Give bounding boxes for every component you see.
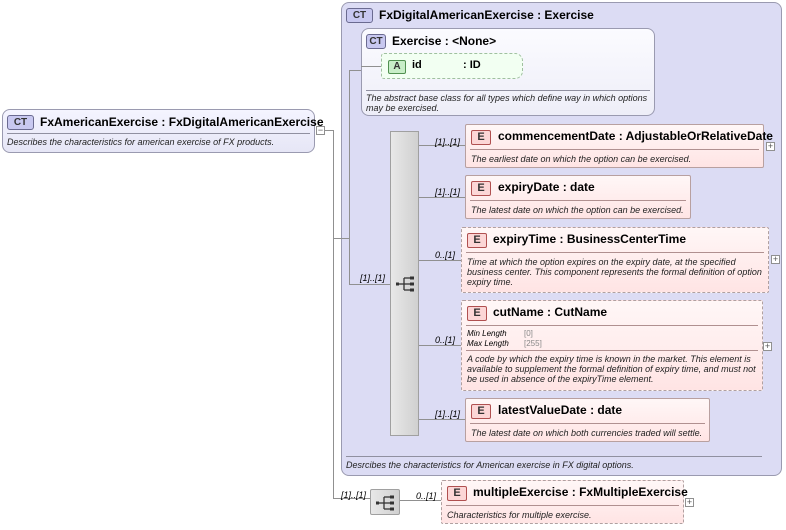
- sequence-cardinality: [1]..[1]: [360, 273, 386, 283]
- element-doc: Characteristics for multiple exercise.: [447, 510, 592, 520]
- element-doc-line: Time at which the option expires on the …: [467, 257, 736, 267]
- element-icon: E: [471, 404, 491, 419]
- root-doc: Describes the characteristics for americ…: [7, 137, 275, 147]
- element-type: : FxMultipleExercise: [571, 485, 688, 499]
- element-type: : date: [562, 180, 595, 194]
- root-title: FxAmericanExercise : FxDigitalAmericanEx…: [40, 115, 324, 129]
- element-cutName[interactable]: E cutName : CutName Min Length [0] Max L…: [461, 300, 763, 391]
- element-name: cutName: [493, 305, 544, 319]
- expand-icon[interactable]: +: [685, 497, 694, 507]
- base-doc: Desrcibes the characteristics for Americ…: [346, 460, 634, 470]
- multiple-cardinality: 0..[1]: [416, 491, 437, 501]
- element-cardinality: [1]..[1]: [435, 187, 461, 197]
- element-doc-line: be used in absence of the expiryTime ele…: [467, 374, 654, 384]
- element-title: cutName : CutName: [493, 305, 607, 319]
- element-icon: E: [467, 306, 487, 321]
- element-title: multipleExercise : FxMultipleExercise: [473, 485, 688, 499]
- element-name: expiryTime: [493, 232, 557, 246]
- element-doc: The latest date on which both currencies…: [471, 428, 703, 438]
- element-cardinality: 0..[1]: [435, 335, 456, 345]
- attribute-icon: A: [388, 60, 406, 74]
- element-icon: E: [471, 181, 491, 196]
- expand-icon[interactable]: +: [771, 254, 780, 264]
- element-title: latestValueDate : date: [498, 403, 622, 417]
- element-doc-line: A code by which the expiry time is known…: [467, 354, 751, 364]
- collapse-icon[interactable]: −: [316, 125, 325, 135]
- element-cardinality: [1]..[1]: [435, 409, 461, 419]
- base-type: : Exercise: [537, 8, 594, 22]
- element-expiryTime[interactable]: E expiryTime : BusinessCenterTime Time a…: [461, 227, 769, 293]
- element-name: commencementDate: [498, 129, 616, 143]
- element-title: expiryTime : BusinessCenterTime: [493, 232, 686, 246]
- element-doc: The earliest date on which the option ca…: [471, 154, 692, 164]
- root-complex-type[interactable]: CT FxAmericanExercise : FxDigitalAmerica…: [2, 109, 324, 153]
- complex-type-icon: CT: [7, 115, 34, 130]
- attribute-id[interactable]: A id : ID: [381, 53, 523, 79]
- facet-value: [0]: [524, 329, 533, 338]
- complex-type-icon: CT: [346, 8, 373, 23]
- facet-value: [255]: [524, 339, 542, 348]
- element-name: expiryDate: [498, 180, 560, 194]
- sequence-icon: [396, 276, 414, 292]
- element-doc-line: available to supplement the formal defin…: [467, 364, 756, 374]
- attribute-type: : ID: [463, 59, 481, 71]
- element-type: : AdjustableOrRelativeDate: [618, 129, 773, 143]
- element-cardinality: [1]..[1]: [435, 137, 461, 147]
- exercise-doc-line1: The abstract base class for all types wh…: [366, 93, 648, 103]
- exercise-type: : <None>: [444, 34, 497, 48]
- element-doc-line: expiry time.: [467, 277, 514, 287]
- element-expiryDate[interactable]: E expiryDate : date The latest date on w…: [465, 175, 691, 219]
- sequence-compositor[interactable]: [390, 131, 419, 436]
- facet-label: Min Length: [467, 329, 507, 338]
- expand-icon[interactable]: +: [766, 141, 775, 151]
- element-icon: E: [447, 486, 467, 501]
- element-type: : BusinessCenterTime: [559, 232, 687, 246]
- complex-type-icon: CT: [366, 34, 386, 49]
- element-commencementDate[interactable]: E commencementDate : AdjustableOrRelativ…: [465, 124, 773, 168]
- element-title: commencementDate : AdjustableOrRelativeD…: [498, 129, 773, 143]
- expand-icon[interactable]: +: [763, 341, 772, 351]
- element-icon: E: [471, 130, 491, 145]
- base-title: FxDigitalAmericanExercise : Exercise: [379, 8, 594, 22]
- element-cardinality: 0..[1]: [435, 250, 456, 260]
- facet-label: Max Length: [467, 339, 509, 348]
- root-name: FxAmericanExercise: [40, 115, 159, 129]
- attribute-name: id: [412, 59, 422, 71]
- sequence-icon: [376, 495, 394, 511]
- root-type: : FxDigitalAmericanExercise: [161, 115, 324, 129]
- bottom-sequence-compositor[interactable]: [370, 489, 400, 515]
- element-type: : date: [590, 403, 623, 417]
- exercise-title: Exercise : <None>: [392, 34, 496, 48]
- base-name: FxDigitalAmericanExercise: [379, 8, 534, 22]
- element-type: : CutName: [547, 305, 608, 319]
- element-name: latestValueDate: [498, 403, 587, 417]
- exercise-name: Exercise: [392, 34, 442, 48]
- element-title: expiryDate : date: [498, 180, 595, 194]
- element-latestValueDate[interactable]: E latestValueDate : date The latest date…: [465, 398, 710, 442]
- element-icon: E: [467, 233, 487, 248]
- element-doc: The latest date on which the option can …: [471, 205, 684, 215]
- element-name: multipleExercise: [473, 485, 569, 499]
- exercise-doc-line2: may be exercised.: [366, 103, 440, 113]
- element-multipleExercise[interactable]: E multipleExercise : FxMultipleExercise …: [441, 480, 688, 524]
- element-doc-line: business center. This component represen…: [467, 267, 762, 277]
- bottom-sequence-cardinality: [1]..[1]: [341, 490, 367, 500]
